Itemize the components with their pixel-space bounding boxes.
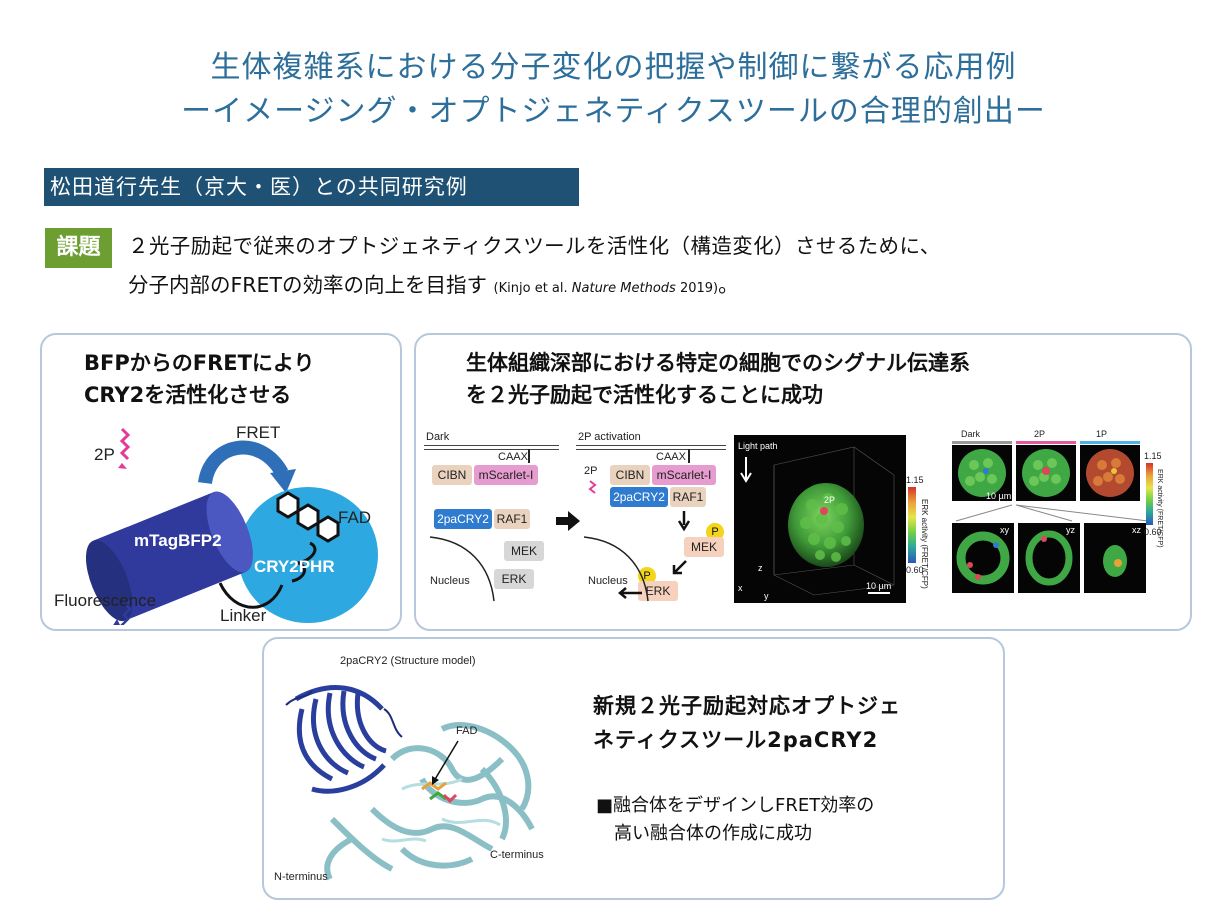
page-title-line2: ーイメージング・オプトジェネティクスツールの合理的創出ー xyxy=(181,94,1046,129)
two-photon-label: 2P xyxy=(94,445,115,464)
cibn-chip: CIBN xyxy=(432,465,472,485)
erk-chip: ERK xyxy=(494,569,534,589)
pacry-chip: 2paCRY2 xyxy=(434,509,492,529)
fret-mechanism-diagram xyxy=(85,427,378,625)
phospho-badge: P xyxy=(706,523,724,541)
transition-arrow-icon xyxy=(556,511,580,531)
collaboration-label: 松田道行先生（京大・医）との共同研究例 xyxy=(44,168,579,206)
protein-structure-model xyxy=(285,685,535,881)
task-badge: 課題 xyxy=(45,228,112,268)
bfp-label: mTagBFP2 xyxy=(134,531,222,550)
activation-heading-line1: 生体組織深部における特定の細胞でのシグナル伝達系 xyxy=(466,351,970,375)
colorbar-3d xyxy=(908,487,916,563)
fad-label: FAD xyxy=(338,508,372,527)
fluorescence-label: Fluorescence xyxy=(54,591,157,610)
mscarlet-chip: mScarlet-I xyxy=(474,465,538,485)
task-text-main: 分子内部のFRETの効率の向上を目指す xyxy=(128,273,488,297)
mek-chip: MEK xyxy=(504,541,544,561)
fret-label: FRET xyxy=(236,423,281,442)
tool-title-line2: ネティクスツール2paCRY2 xyxy=(593,728,879,752)
fret-panel-heading-line2: CRY2を活性化させる xyxy=(84,383,292,407)
result-bullet-line2: 高い融合体の作成に成功 xyxy=(614,823,812,844)
fad-structure-label: FAD xyxy=(456,725,478,737)
citation: (Kinjo et al. Nature Methods 2019) xyxy=(493,281,719,296)
linker-label: Linker xyxy=(220,606,267,625)
task-text-line1: ２光子励起で従来のオプトジェネティクスツールを活性化（構造変化）させるために、 xyxy=(128,234,941,258)
raf-chip: RAF1 xyxy=(494,509,530,529)
cry-label: CRY2PHR xyxy=(254,557,335,576)
activation-heading-line2: を２光子励起で活性化することに成功 xyxy=(466,383,823,407)
fret-mechanism-panel: BFPからのFRETにより CRY2を活性化させる 2P FRET FAD mT… xyxy=(40,333,402,631)
page-title-line1: 生体複雑系における分子変化の把握や制御に繋がる応用例 xyxy=(210,50,1017,85)
result-bullet-line1: ■融合体をデザインしFRET効率の xyxy=(596,795,875,816)
activation-panel: 生体組織深部における特定の細胞でのシグナル伝達系 を２光子励起で活性化することに… xyxy=(414,333,1192,631)
fret-panel-heading-line1: BFPからのFRETにより xyxy=(84,351,315,375)
erk-3d-image: Light path 2P 10 µm z x y xyxy=(734,435,906,603)
structure-title: 2paCRY2 (Structure model) xyxy=(340,655,476,667)
n-terminus-label: N-terminus xyxy=(274,871,328,883)
c-terminus-label: C-terminus xyxy=(490,849,544,861)
tool-title-line1: 新規２光子励起対応オプトジェ xyxy=(593,694,901,718)
colorbar-slices xyxy=(1146,463,1153,525)
structure-panel: 2paCRY2 (Structure model) xyxy=(262,637,1005,900)
task-text-line2: 分子内部のFRETの効率の向上を目指す (Kinjo et al. Nature… xyxy=(128,273,739,297)
